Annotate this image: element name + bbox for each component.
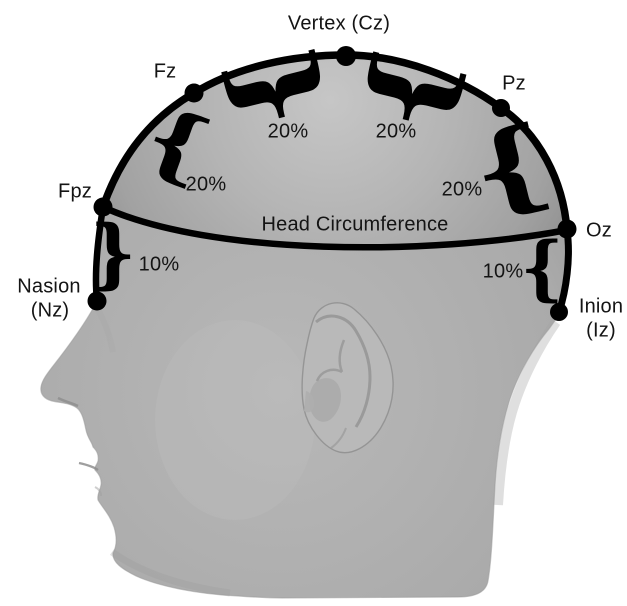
label-fpz: Fpz [58,180,92,203]
pct-label-fz-cz: 20% [267,120,309,143]
neck-shade [493,319,561,506]
circumference-line [99,203,571,251]
brace-nz-fpz-icon: } [89,207,137,297]
brow-shade [94,306,116,353]
brace-oz-iz-icon: { [520,226,564,310]
electrode-dot-fz [184,83,204,103]
pct-label-oz-iz: 10% [482,260,524,283]
scalp-cap [103,55,567,248]
ear-helix [315,314,372,428]
chin-crease [94,486,102,497]
nostril-line [57,396,79,408]
label-vertex-cz: Vertex (Cz) [287,12,391,35]
cheek-highlight [155,320,315,520]
pct-label-pz-oz: 20% [441,178,483,201]
pct-label-cz-pz: 20% [375,120,417,143]
electrode-dot-oz [557,219,577,239]
label-inion-abbr: (Iz) [586,319,616,342]
label-nasion-abbr: (Nz) [30,299,70,322]
jaw-shade [109,549,231,597]
lip-seam-line [78,461,99,471]
ear-crus [315,339,346,382]
electrode-dot-fpz [93,197,113,217]
ear-concha [309,378,341,422]
label-fz: Fz [153,60,177,83]
electrode-dot-iz [550,303,568,321]
label-inion: Inion [578,295,624,318]
ear [301,302,394,454]
label-head-circumference: Head Circumference [261,213,449,236]
electrode-dot-nz [87,291,107,311]
pct-label-fpz-fz: 20% [185,173,227,196]
label-pz: Pz [502,72,526,95]
label-oz: Oz [586,219,612,242]
ear-lobe-line [330,427,347,449]
pct-label-nz-fpz: 10% [138,253,180,276]
electrode-dot-cz [336,46,356,66]
label-nasion: Nasion [17,275,81,298]
electrode-dot-pz [492,99,510,117]
ear-tragus [304,391,315,413]
